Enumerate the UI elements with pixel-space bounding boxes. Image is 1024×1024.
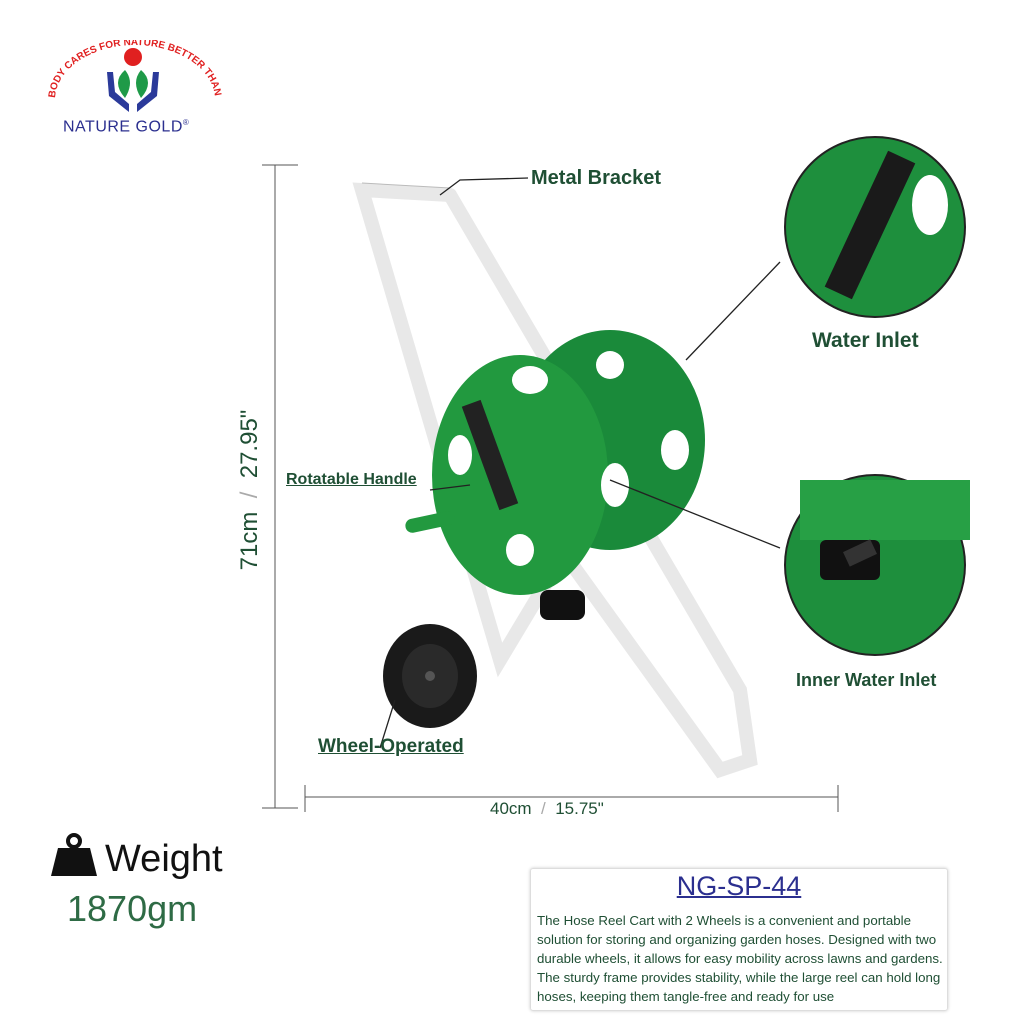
leader-lines xyxy=(379,177,781,749)
dimension-lines xyxy=(262,164,839,812)
callout-wheel-operated: Wheel-Operated xyxy=(318,736,464,757)
product-description-box: NG-SP-44 The Hose Reel Cart with 2 Wheel… xyxy=(530,868,948,1011)
brand-name: NATURE GOLD® xyxy=(63,118,190,136)
callout-inner-water-inlet: Inner Water Inlet xyxy=(796,670,937,690)
hub-bracket xyxy=(461,399,519,511)
brand-logo: "NOBODY CARES FOR NATURE BETTER THAN US"… xyxy=(41,32,225,145)
rotatable-handle xyxy=(405,511,455,533)
callout-water-inlet: Water Inlet xyxy=(812,329,919,352)
height-label: 71cm / 27.95" xyxy=(236,409,263,571)
logo-emblem: "NOBODY CARES FOR NATURE BETTER THAN US" xyxy=(41,32,223,112)
weight-icon xyxy=(51,833,97,876)
callout-rotatable-handle: Rotatable Handle xyxy=(286,471,417,488)
width-label: 40cm / 15.75" xyxy=(490,799,604,818)
product-description: The Hose Reel Cart with 2 Wheels is a co… xyxy=(537,913,943,1004)
weight-value: 1870gm xyxy=(67,888,198,929)
callout-metal-bracket: Metal Bracket xyxy=(531,167,662,189)
weight-label: Weight xyxy=(105,838,223,880)
model-number: NG-SP-44 xyxy=(676,871,802,901)
